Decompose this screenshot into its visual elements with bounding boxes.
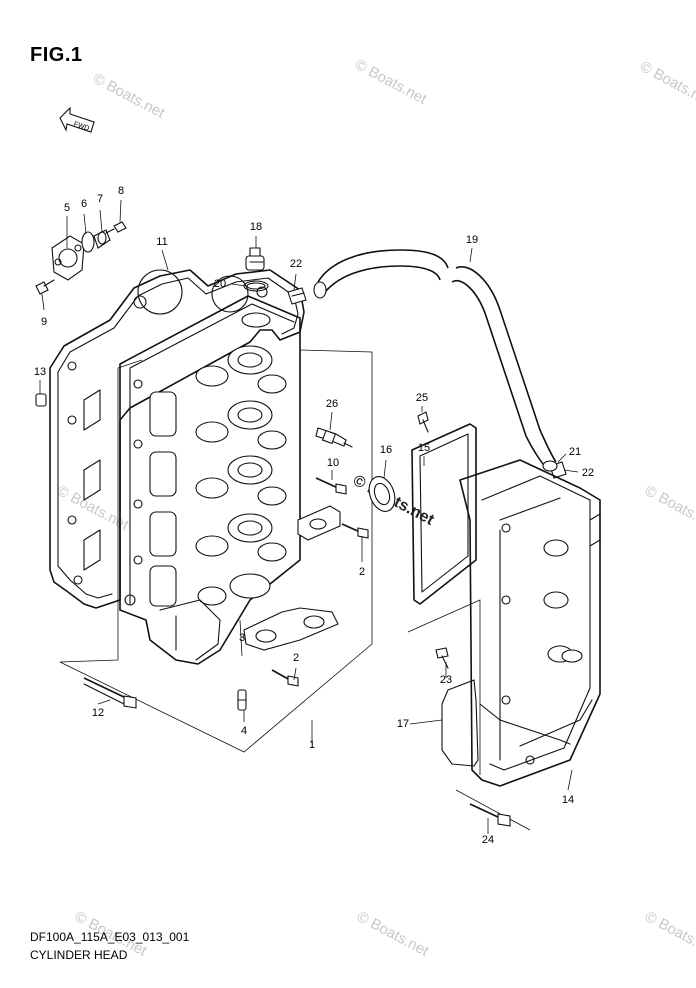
callout-label[interactable]: 14 xyxy=(561,794,575,806)
callout-label[interactable]: 6 xyxy=(80,198,88,210)
cover-assembly-outline xyxy=(407,599,481,775)
cylinder-head xyxy=(119,295,301,665)
bolt-9 xyxy=(35,279,55,295)
bolt-2 xyxy=(341,523,369,539)
callout-label[interactable]: 11 xyxy=(156,236,168,248)
leader-lines xyxy=(39,199,579,834)
callout-label[interactable]: 19 xyxy=(465,234,479,246)
cylinder-head-cover xyxy=(459,459,601,787)
assembly-outline xyxy=(59,349,373,753)
callout-label[interactable]: 2 xyxy=(358,566,366,578)
callout-label[interactable]: 26 xyxy=(325,398,339,410)
oil-seal xyxy=(368,476,396,512)
callout-label[interactable]: 13 xyxy=(33,366,47,378)
callout-label[interactable]: 23 xyxy=(439,674,453,686)
hose-clamp xyxy=(287,287,307,305)
o-ring xyxy=(243,280,269,292)
head-gasket xyxy=(49,269,305,609)
cooling-hose xyxy=(313,249,558,472)
temperature-sensor xyxy=(245,247,265,271)
camshaft-cap xyxy=(243,607,339,651)
bolt-10 xyxy=(315,477,347,495)
figure-title: FIG.1 xyxy=(30,44,83,66)
callout-label[interactable]: 4 xyxy=(240,725,248,737)
callout-label[interactable]: 8 xyxy=(117,185,125,197)
callout-label[interactable]: 22 xyxy=(581,467,595,479)
callout-label[interactable]: 7 xyxy=(96,193,104,205)
callout-label[interactable]: 15 xyxy=(417,442,431,454)
callout-label[interactable]: 17 xyxy=(396,718,410,730)
callout-label[interactable]: 5 xyxy=(63,202,71,214)
camshaft-cap xyxy=(297,505,341,541)
callout-label[interactable]: 24 xyxy=(481,834,495,846)
svg-text:FWD: FWD xyxy=(73,121,90,133)
callout-label[interactable]: 2 xyxy=(292,652,300,664)
callout-label[interactable]: 22 xyxy=(289,258,303,270)
bolt-23 xyxy=(435,647,449,669)
stud-bolt xyxy=(237,689,247,711)
dowel-pin xyxy=(35,393,47,407)
callout-label[interactable]: 9 xyxy=(40,316,48,328)
callout-label[interactable]: 25 xyxy=(415,392,429,404)
callout-label[interactable]: 12 xyxy=(91,707,105,719)
thermostat-cover xyxy=(51,235,85,281)
callout-label[interactable]: 18 xyxy=(249,221,263,233)
spark-plug xyxy=(315,427,353,448)
cover-gasket-plate xyxy=(411,423,477,605)
thermostat-gasket xyxy=(81,231,95,253)
bolt-12 xyxy=(83,677,137,709)
callout-label[interactable]: 1 xyxy=(308,739,316,751)
callout-label[interactable]: 20 xyxy=(213,278,227,290)
figure-name: CYLINDER HEAD xyxy=(30,948,128,962)
callout-label[interactable]: 21 xyxy=(568,446,582,458)
callout-label[interactable]: 3 xyxy=(238,632,246,644)
bolt-25 xyxy=(417,411,429,433)
callout-label[interactable]: 16 xyxy=(379,444,393,456)
forward-arrow-icon: FWD xyxy=(59,106,95,133)
cover-gasket xyxy=(441,679,571,767)
bolt-8 xyxy=(105,221,127,234)
figure-code: DF100A_115A_E03_013_001 xyxy=(30,930,190,944)
callout-label[interactable]: 10 xyxy=(326,457,340,469)
bolt-24 xyxy=(469,803,511,827)
